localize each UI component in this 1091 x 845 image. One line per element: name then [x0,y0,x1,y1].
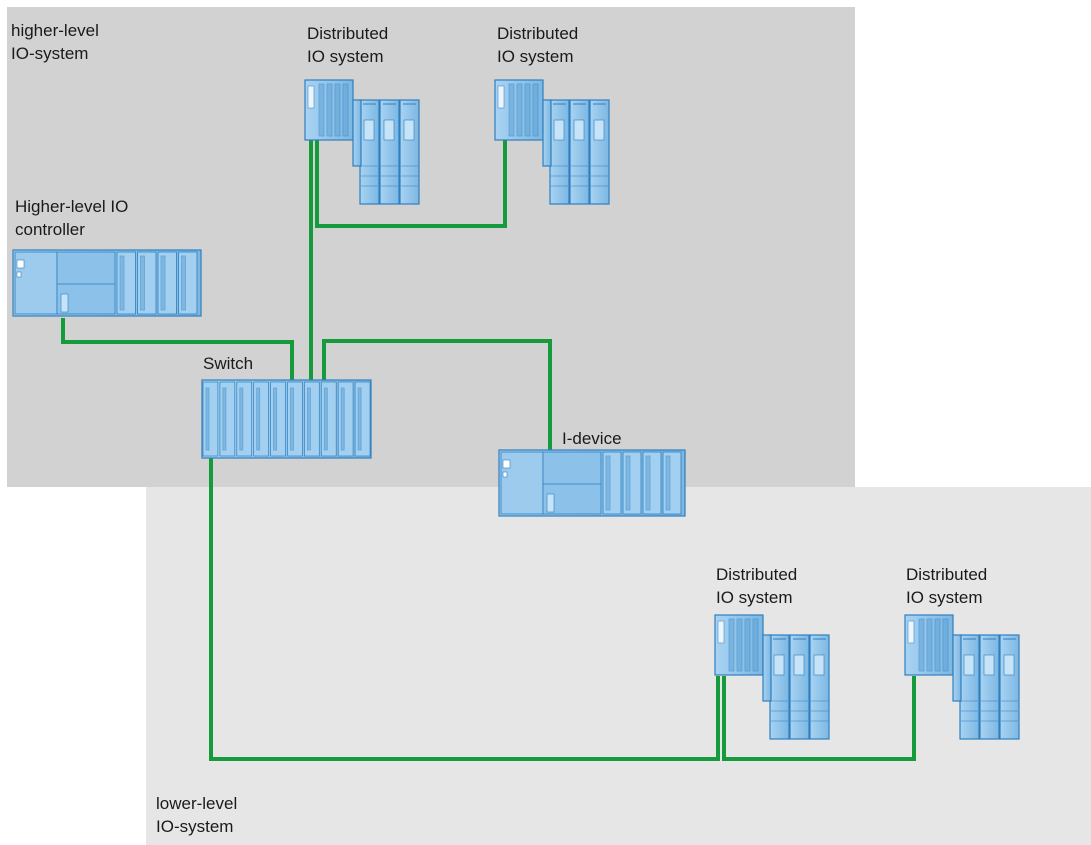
controller-to-switch-cable [61,318,294,380]
distributed-io-3-module-2 [789,634,810,740]
distributed-io-2-module-3 [589,99,610,205]
profinet-cables [61,140,916,761]
distributed-io-1-adapter [352,99,362,167]
distributed-io-4-module-1 [959,634,980,740]
distributed-io-4 [904,614,1020,740]
distributed-io-3 [714,614,830,740]
distributed-io-2 [494,79,610,205]
distributed-io-3-adapter [762,634,772,702]
higher-level-io-controller [12,249,202,317]
distributed-io-4-module-3 [999,634,1020,740]
higher-level-zone [7,7,855,487]
distributed-io-3-module-3 [809,634,830,740]
distributed-io-2-module-2 [569,99,590,205]
distributed-io-3-module-1 [769,634,790,740]
distributed-io-1-module-1 [359,99,380,205]
distributed-io-4-module-2 [979,634,1000,740]
dist3-to-dist4-cable [722,676,916,761]
distributed-io-4-adapter [952,634,962,702]
switch-label: Switch [203,354,254,373]
distributed-io-2-module-1 [549,99,570,205]
i-device-label: I-device [562,429,622,448]
switch-to-idevice-cable [322,339,552,450]
distributed-io-2-adapter [542,99,552,167]
devices [12,79,1020,740]
distributed-io-1-module-2 [379,99,400,205]
distributed-io-1-module-3 [399,99,420,205]
switch [201,379,372,459]
dist1-to-dist2-cable [315,140,507,228]
switch-to-dist3-cable [209,458,720,761]
i-device [498,449,686,517]
distributed-io-1 [304,79,420,205]
